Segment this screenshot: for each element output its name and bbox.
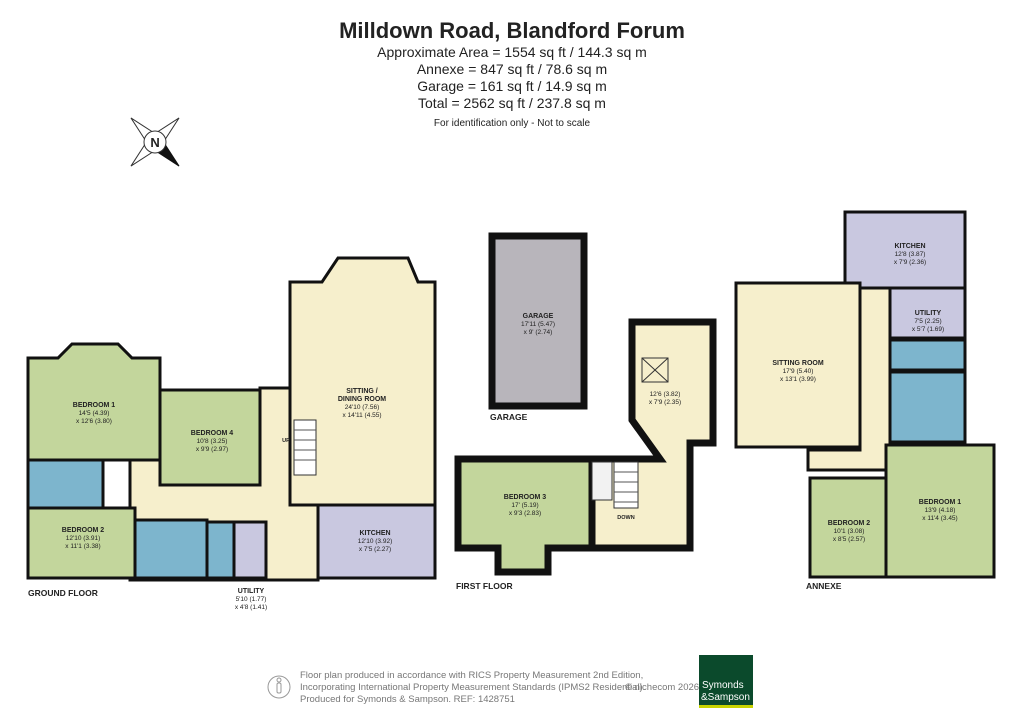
room-dimension: x 9'3 (2.83): [509, 510, 541, 517]
room-dimension: x 9' (2.74): [524, 329, 553, 336]
room-dimension: x 8'5 (2.57): [833, 536, 865, 543]
room-dimension: x 7'9 (2.35): [649, 399, 681, 406]
room-label: BEDROOM 1: [919, 499, 962, 506]
room-ensuite: [26, 458, 105, 510]
room-label: BEDROOM 2: [828, 520, 871, 527]
room-label: SITTING ROOM: [772, 360, 824, 367]
loft-hatch-icon: [641, 357, 669, 383]
staircase-icon: [613, 461, 639, 509]
page-title: Milldown Road, Blandford Forum: [339, 18, 685, 43]
room-dimension: 12'8 (3.87): [895, 251, 926, 258]
room-dimension: x 11'1 (3.38): [65, 543, 100, 550]
room-label: BEDROOM 4: [191, 430, 234, 437]
rics-person-icon: [267, 675, 291, 699]
ground-floor-plan: UP BEDROOM 1 14'5 (4.39) x 12'6 (3.80) B…: [26, 256, 437, 611]
logo-text: Symonds: [702, 680, 744, 691]
room-label: BEDROOM 3: [504, 494, 547, 501]
room-dimension: 10'8 (3.25): [197, 438, 228, 445]
footer-line: Incorporating International Property Mea…: [300, 682, 645, 693]
room-wc: [205, 520, 236, 580]
annexe-room-wc: [888, 338, 967, 372]
annexe-room-sitting: [734, 281, 862, 449]
copyright: © nichecom 2026.: [625, 682, 702, 693]
room-utility: [232, 520, 268, 580]
room-dimension: 14'5 (4.39): [79, 410, 110, 417]
room-dimension: x 5'7 (1.69): [912, 326, 944, 333]
room-dimension: 12'10 (3.92): [358, 538, 393, 545]
floor-label-first: FIRST FLOOR: [456, 581, 513, 591]
room-landing: [588, 318, 717, 552]
footer-line: Produced for Symonds & Sampson. REF: 142…: [300, 694, 515, 705]
staircase-icon: [293, 419, 317, 476]
room-dimension: x 9'9 (2.97): [196, 446, 228, 453]
room-dimension: 5'10 (1.77): [236, 596, 267, 603]
disclaimer-note: For identification only - Not to scale: [434, 118, 591, 129]
footer-line: Floor plan produced in accordance with R…: [300, 670, 643, 681]
room-dimension: x 7'5 (2.27): [359, 546, 391, 553]
room-dimension: x 4'8 (1.41): [235, 604, 267, 611]
room-dimension: 17'11 (5.47): [521, 321, 555, 328]
room-dimension: 12'10 (3.91): [66, 535, 101, 542]
stairs-up-label: UP: [282, 438, 290, 444]
room-dimension: 24'10 (7.56): [345, 404, 380, 411]
stairs-down-label: DOWN: [617, 515, 634, 521]
floor-label-garage: GARAGE: [490, 412, 528, 422]
room-label: BEDROOM 1: [73, 402, 116, 409]
room-bathroom: [133, 518, 209, 580]
logo-text: &Sampson: [701, 692, 750, 703]
room-dimension: 7'5 (2.25): [914, 318, 941, 325]
room-dimension: 13'9 (4.18): [925, 507, 956, 514]
room-dimension: x 7'9 (2.36): [894, 259, 926, 266]
annexe-room-utility: [888, 286, 967, 340]
wardrobe: [591, 461, 613, 501]
room-label: SITTING /: [346, 388, 378, 395]
area-line: Approximate Area = 1554 sq ft / 144.3 sq…: [377, 44, 647, 60]
room-label: KITCHEN: [894, 243, 925, 250]
room-bedroom-4: [158, 388, 262, 487]
room-dimension: 12'6 (3.82): [650, 391, 681, 398]
room-dimension: x 12'6 (3.80): [76, 418, 112, 425]
room-label: GARAGE: [523, 313, 554, 320]
floor-label-annexe: ANNEXE: [806, 581, 842, 591]
first-floor-plan: DOWN 12'6 (3.82) x 7'9 (2.35) BEDROOM 3 …: [454, 318, 717, 591]
annexe-room-shower: [888, 370, 967, 444]
room-dimension: 17'9 (5.40): [783, 368, 814, 375]
room-label: DINING ROOM: [338, 396, 386, 403]
area-line: Garage = 161 sq ft / 14.9 sq m: [417, 78, 607, 94]
room-label: KITCHEN: [359, 530, 390, 537]
room-label: UTILITY: [915, 310, 942, 317]
garage-plan: GARAGE 17'11 (5.47) x 9' (2.74) GARAGE: [488, 232, 588, 422]
annexe-plan: KITCHEN 12'8 (3.87) x 7'9 (2.36) UTILITY…: [734, 210, 996, 591]
room-kitchen: [316, 503, 437, 580]
room-label: UTILITY: [238, 588, 265, 595]
room-dimension: 10'1 (3.08): [834, 528, 865, 535]
room-dimension: x 11'4 (3.45): [922, 515, 957, 522]
room-dimension: x 13'1 (3.99): [780, 376, 816, 383]
symonds-sampson-logo: Symonds &Sampson: [699, 655, 753, 708]
area-line: Annexe = 847 sq ft / 78.6 sq m: [417, 61, 607, 77]
room-label: BEDROOM 2: [62, 527, 105, 534]
compass-north-label: N: [150, 135, 159, 150]
room-dimension: x 14'11 (4.55): [342, 412, 381, 419]
area-line: Total = 2562 sq ft / 237.8 sq m: [418, 95, 606, 111]
annexe-room-kitchen: [843, 210, 967, 290]
floor-label-ground: GROUND FLOOR: [28, 588, 98, 598]
room-dimension: 17' (5.19): [511, 502, 538, 509]
compass-icon: N: [130, 117, 180, 167]
annexe-room-bedroom-1: [884, 443, 996, 579]
